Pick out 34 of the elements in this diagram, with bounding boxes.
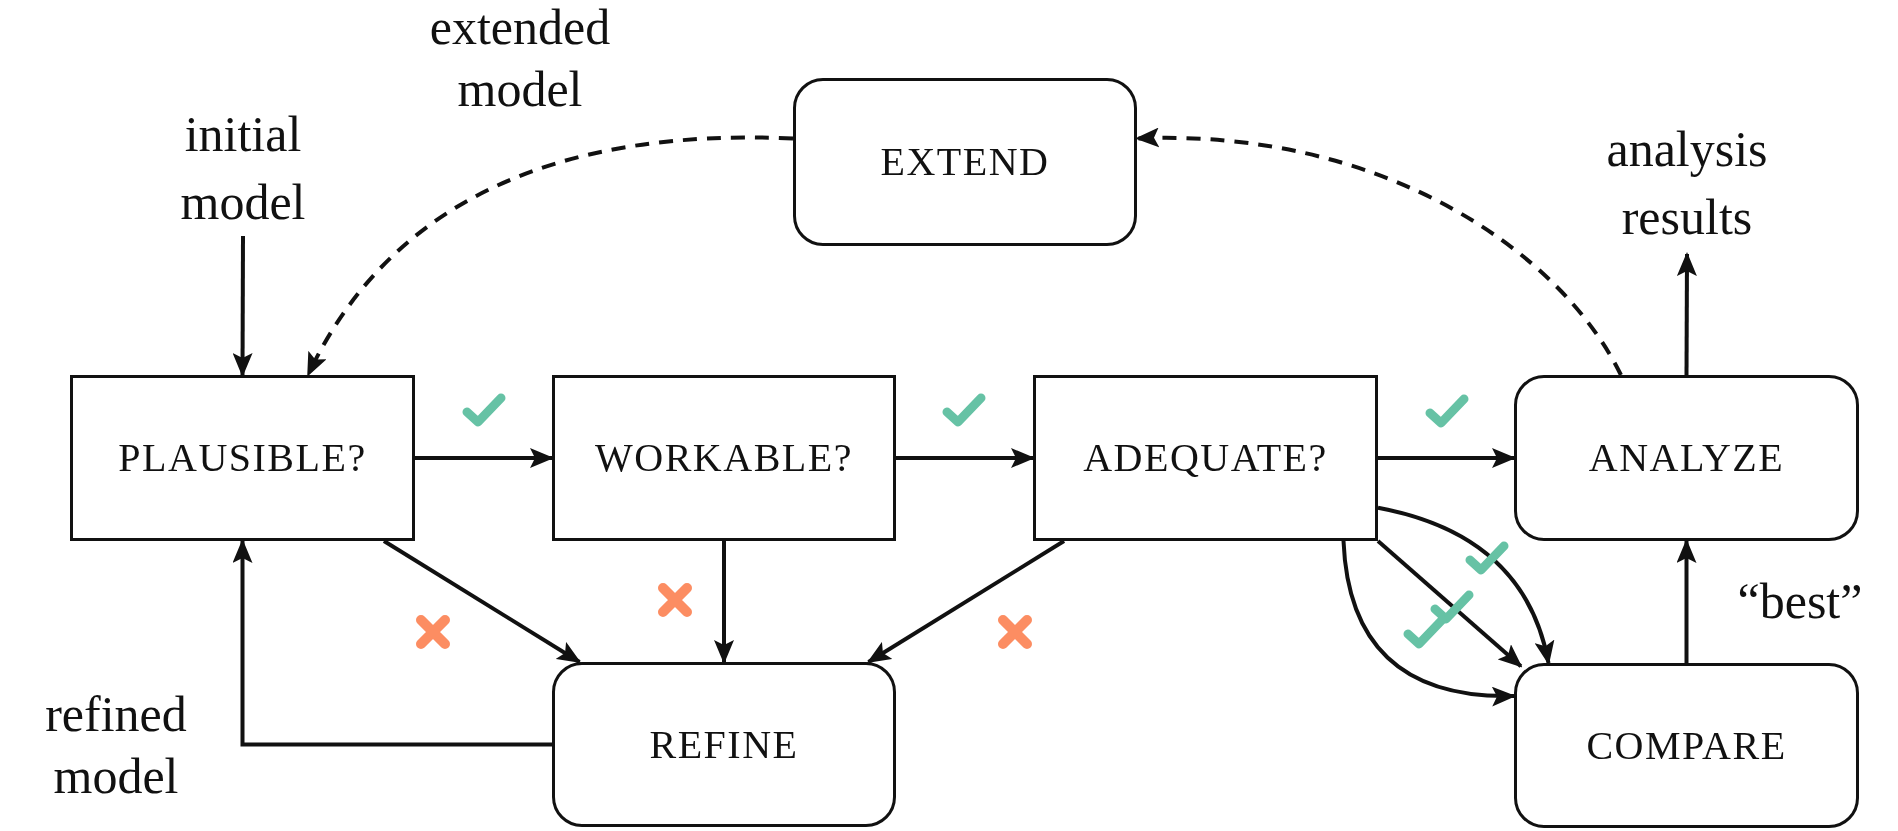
flow-label: analysis results <box>1605 120 1769 247</box>
rounded-process-box <box>552 662 896 827</box>
arrow <box>1676 252 1697 375</box>
edge-label: refined model <box>44 685 188 806</box>
arrow <box>714 541 734 664</box>
decision-box <box>1033 375 1378 541</box>
arrow <box>382 539 582 664</box>
arrow <box>232 236 253 377</box>
box-label: PLAUSIBLE? <box>118 436 367 480</box>
arrow <box>1376 539 1523 668</box>
arrow <box>896 448 1035 468</box>
box-label: EXTEND <box>880 140 1050 184</box>
flow-label: initial model <box>179 105 307 232</box>
box-label: ADEQUATE? <box>1083 436 1328 480</box>
arrow <box>1378 448 1516 468</box>
edge-label: “best” <box>1737 572 1863 631</box>
decision-box <box>552 375 896 541</box>
arrow <box>1341 540 1516 706</box>
arrow <box>1676 539 1697 663</box>
box-label: ANALYZE <box>1588 436 1785 480</box>
rounded-process-box <box>1514 375 1859 541</box>
edge-label: extended model <box>428 0 612 119</box>
box-label: WORKABLE? <box>595 436 853 480</box>
rounded-process-box <box>793 78 1137 246</box>
box-label: COMPARE <box>1586 723 1787 768</box>
arrow <box>415 448 554 468</box>
decision-box <box>70 375 415 541</box>
arrow <box>306 135 794 377</box>
arrow <box>866 539 1066 664</box>
arrow <box>232 539 552 747</box>
rounded-process-box <box>1514 663 1859 828</box>
arrow <box>1377 505 1554 665</box>
box-label: REFINE <box>649 722 799 767</box>
arrow <box>1135 128 1623 376</box>
